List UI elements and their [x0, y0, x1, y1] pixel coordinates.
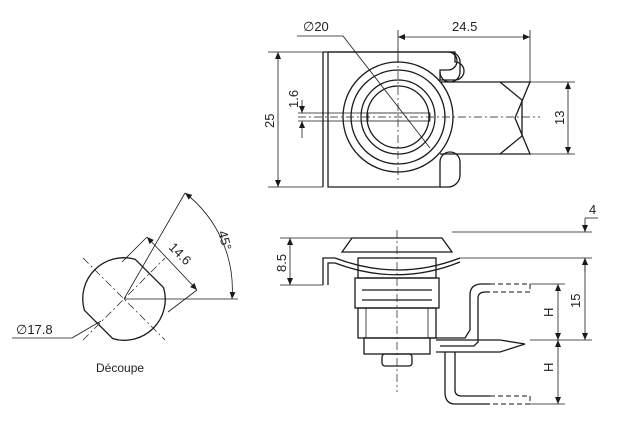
cutout-angle-label: 45° [215, 229, 235, 252]
top-view-diameter-label: ∅20 [303, 19, 329, 34]
side-view-cam-upper [430, 283, 490, 339]
side-view [280, 217, 598, 405]
side-view-h-lower-label: H [541, 363, 556, 372]
top-view-slot-label: 1.6 [286, 90, 301, 108]
top-view-lower-tab [439, 151, 461, 188]
side-view-cam-lower [444, 352, 490, 405]
side-view-head [340, 237, 454, 253]
cutout-caption: Découpe [96, 361, 144, 375]
side-view-spring-clip [322, 257, 461, 285]
cutout-diameter-label: ∅17.8 [16, 322, 53, 337]
top-view-height-label: 25 [262, 114, 277, 128]
side-view-thickness-label: 4 [589, 202, 596, 217]
side-view-h-upper-label: H [541, 308, 556, 317]
side-view-gap-label: 15 [568, 294, 583, 308]
cutout-flat-label: 14.6 [166, 240, 195, 269]
top-view [268, 30, 575, 188]
top-view-width-label: 24.5 [452, 19, 477, 34]
cutout-dimensions [12, 192, 238, 339]
top-view-tab-label: 13 [552, 111, 567, 125]
top-view-upper-tab [328, 51, 465, 81]
side-view-head-label: 8.5 [274, 254, 289, 272]
